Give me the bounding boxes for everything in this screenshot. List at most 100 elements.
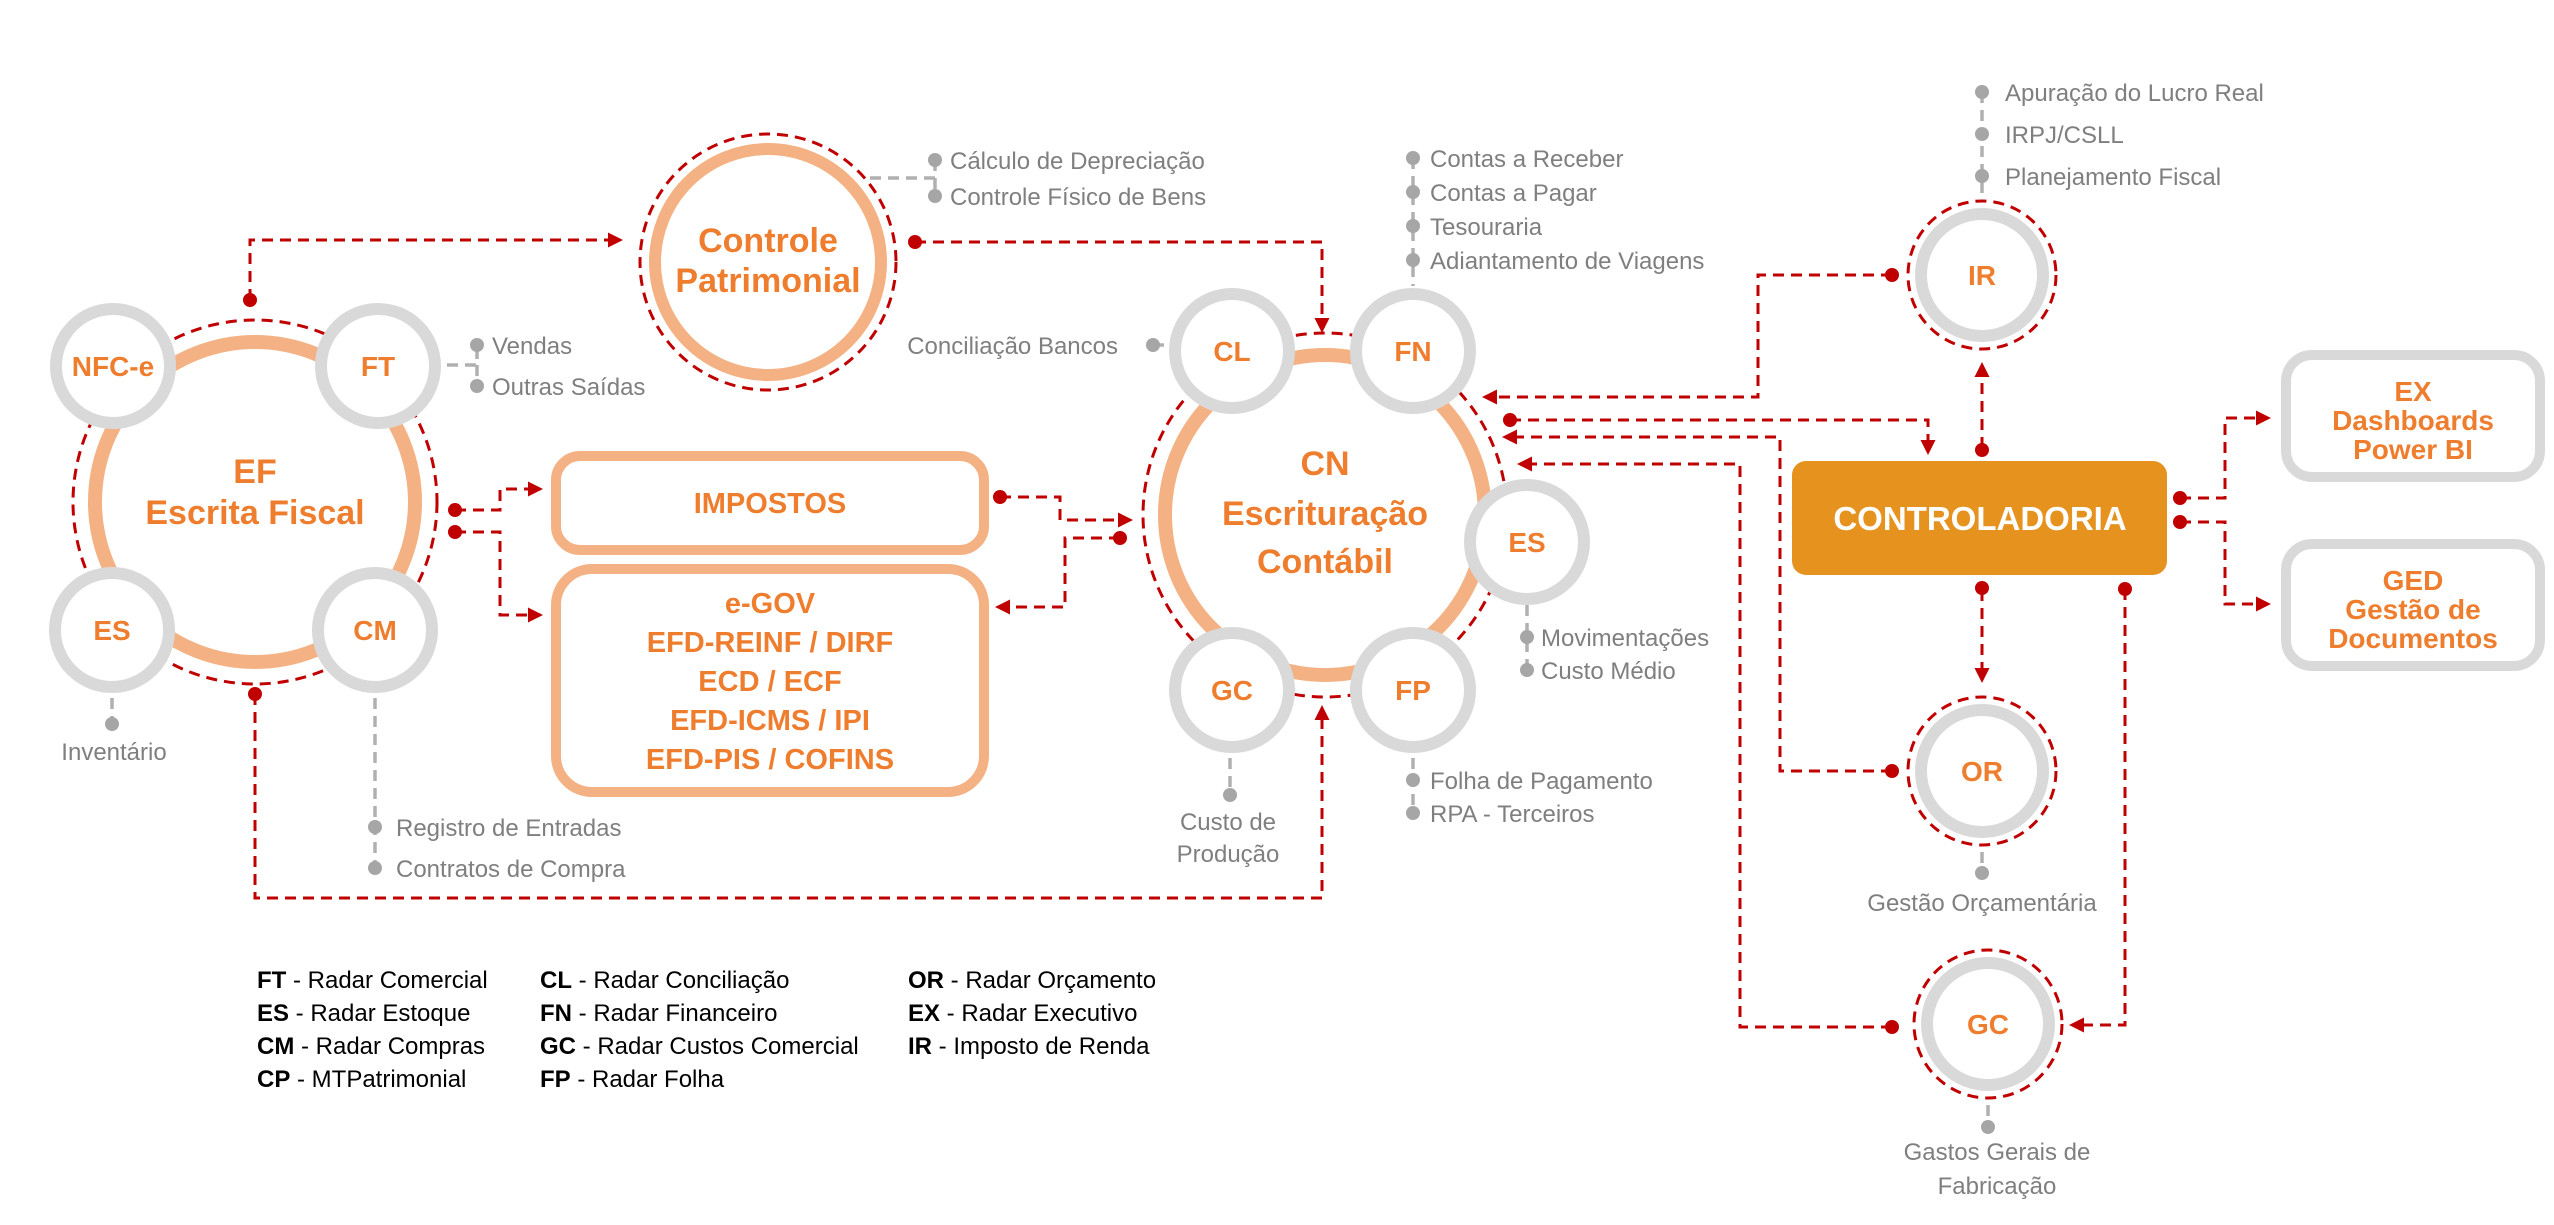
connector-gc-cn bbox=[1517, 456, 1892, 1029]
connector-ef-patrimonial bbox=[248, 232, 623, 300]
connector-dot bbox=[1885, 1020, 1899, 1034]
controladoria-box-frame bbox=[1792, 461, 2167, 575]
ir-note-apuracao: Apuração do Lucro Real bbox=[2005, 80, 2264, 107]
ft-note-vendas: Vendas bbox=[492, 333, 572, 360]
cl-note-conciliacao: Conciliação Bancos bbox=[907, 333, 1118, 360]
note-dot bbox=[470, 338, 484, 352]
note-dot bbox=[1406, 219, 1420, 233]
gc-controladoria-node[interactable]: GC bbox=[1912, 948, 2064, 1100]
es-cn-node[interactable] bbox=[1464, 479, 1590, 605]
ft-note-outras-saidas: Outras Saídas bbox=[492, 374, 645, 401]
ex-box[interactable]: EX Dashboards Power BI bbox=[2281, 350, 2545, 482]
legend-item: FP - Radar Folha bbox=[540, 1066, 725, 1093]
ir-note-planejamento: Planejamento Fiscal bbox=[2005, 164, 2221, 191]
note-dot bbox=[1975, 866, 1989, 880]
note-dot bbox=[1406, 151, 1420, 165]
nfce-node-label: NFC-e bbox=[72, 351, 154, 382]
ir-dashed-ring bbox=[1906, 199, 2058, 351]
connector-dot bbox=[993, 490, 1007, 504]
ex-line-3: Power BI bbox=[2353, 434, 2473, 465]
legend-item: FN - Radar Financeiro bbox=[540, 1000, 777, 1027]
connector-dot bbox=[448, 503, 462, 517]
gc-ctrl-note-line2: Fabricação bbox=[1938, 1173, 2057, 1200]
nfce-node[interactable] bbox=[50, 303, 176, 429]
gc-cn-node[interactable] bbox=[1169, 627, 1295, 753]
gc-cn-note-line1: Custo de bbox=[1180, 809, 1276, 836]
ged-line-1: GED bbox=[2383, 565, 2444, 596]
impostos-box-frame bbox=[551, 451, 989, 555]
connector-dot bbox=[1503, 413, 1517, 427]
ex-line-1: EX bbox=[2394, 376, 2432, 407]
cn-cluster: CN Escrituração Contábil CL FN ES GC FP bbox=[1141, 288, 1590, 753]
cn-subtitle-line3: Contábil bbox=[1257, 543, 1393, 581]
patrimonial-dashed-ring bbox=[638, 132, 898, 392]
note-dot bbox=[1406, 773, 1420, 787]
controladoria-box[interactable]: CONTROLADORIA bbox=[1792, 461, 2167, 575]
egov-line-3: ECD / ECF bbox=[698, 666, 841, 698]
or-node[interactable]: OR bbox=[1906, 695, 2058, 847]
patrimonial-note-depreciacao: Cálculo de Depreciação bbox=[950, 148, 1205, 175]
legend-item: EX - Radar Executivo bbox=[908, 1000, 1137, 1027]
gc-cn-note-line2: Produção bbox=[1177, 841, 1280, 868]
fn-note-contas-receber: Contas a Receber bbox=[1430, 146, 1623, 173]
es-cn-node-label: ES bbox=[1508, 527, 1545, 558]
egov-line-4: EFD-ICMS / IPI bbox=[670, 705, 870, 737]
patrimonial-note-controle-fisico: Controle Físico de Bens bbox=[950, 184, 1206, 211]
egov-box[interactable]: e-GOV EFD-REINF / DIRF ECD / ECF EFD-ICM… bbox=[551, 564, 989, 797]
note-dot bbox=[1975, 85, 1989, 99]
or-ring bbox=[1915, 704, 2049, 838]
note-dot bbox=[1975, 169, 1989, 183]
connector-controladoria-ex bbox=[2180, 410, 2271, 500]
egov-line-5: EFD-PIS / COFINS bbox=[646, 744, 894, 776]
or-dashed-ring bbox=[1906, 695, 2058, 847]
ex-line-2: Dashboards bbox=[2332, 405, 2494, 436]
es-note-inventario: Inventário bbox=[61, 739, 166, 766]
legend-item: GC - Radar Custos Comercial bbox=[540, 1033, 859, 1060]
note-connectors bbox=[105, 85, 1995, 1134]
ged-line-2: Gestão de bbox=[2345, 594, 2480, 625]
connector-dot bbox=[2118, 582, 2132, 596]
note-dot bbox=[1975, 127, 1989, 141]
ft-note-connector bbox=[447, 345, 479, 386]
note-dot bbox=[928, 153, 942, 167]
connector-dot bbox=[908, 235, 922, 249]
patrimonial-note-connector bbox=[870, 160, 937, 196]
patrimonial-ring bbox=[649, 143, 887, 381]
note-dot bbox=[1406, 185, 1420, 199]
note-dot bbox=[105, 717, 119, 731]
gc-ctrl-ring bbox=[1921, 957, 2055, 1091]
es-cn-note-movimentacoes: Movimentações bbox=[1541, 625, 1709, 652]
connector-cn-egov bbox=[995, 536, 1120, 615]
note-dot bbox=[1406, 253, 1420, 267]
cl-node[interactable] bbox=[1169, 288, 1295, 414]
ir-node[interactable]: IR bbox=[1906, 199, 2058, 351]
ef-subtitle: Escrita Fiscal bbox=[145, 494, 364, 532]
ged-box[interactable]: GED Gestão de Documentos bbox=[2281, 539, 2545, 671]
fp-note-rpa: RPA - Terceiros bbox=[1430, 801, 1595, 828]
fp-node[interactable] bbox=[1350, 627, 1476, 753]
note-dot bbox=[1406, 806, 1420, 820]
fn-node[interactable] bbox=[1350, 288, 1476, 414]
gc-ctrl-dashed-ring bbox=[1912, 948, 2064, 1100]
legend-item: OR - Radar Orçamento bbox=[908, 967, 1156, 994]
note-dot bbox=[928, 189, 942, 203]
connector-controladoria-ged bbox=[2180, 520, 2271, 612]
gc-ctrl-note-line1: Gastos Gerais de bbox=[1904, 1139, 2091, 1166]
connector-dot bbox=[448, 525, 462, 539]
connector-patrimonial-fn bbox=[915, 240, 1330, 333]
ged-line-3: Documentos bbox=[2328, 623, 2498, 654]
cm-node[interactable] bbox=[312, 567, 438, 693]
connector-controladoria-gc bbox=[2069, 589, 2127, 1033]
ft-node[interactable] bbox=[315, 303, 441, 429]
connector-dot bbox=[1885, 268, 1899, 282]
es-node-label: ES bbox=[93, 615, 130, 646]
legend-item: ES - Radar Estoque bbox=[257, 1000, 470, 1027]
patrimonial-node[interactable]: Controle Patrimonial bbox=[638, 132, 898, 392]
egov-line-2: EFD-REINF / DIRF bbox=[647, 627, 894, 659]
connector-dot bbox=[1113, 531, 1127, 545]
cn-subtitle-line2: Escrituração bbox=[1222, 495, 1428, 533]
impostos-box[interactable]: IMPOSTOS bbox=[551, 451, 989, 555]
es-node[interactable] bbox=[49, 567, 175, 693]
connector-dot bbox=[243, 293, 257, 307]
